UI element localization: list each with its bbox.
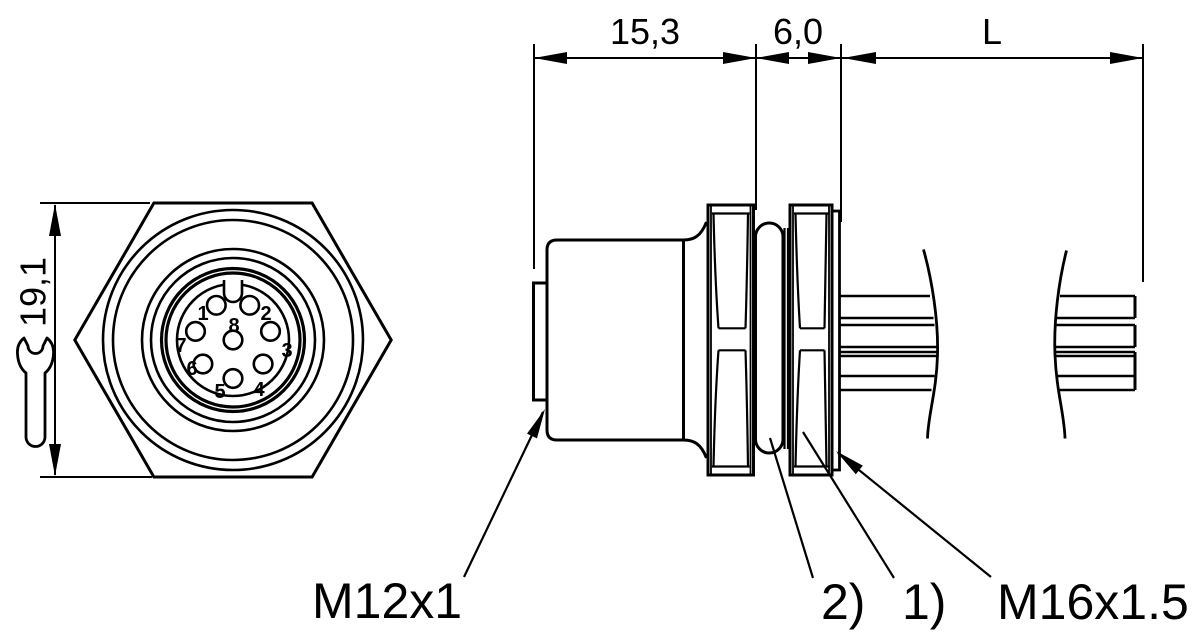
keyway-notch-icon xyxy=(222,280,244,304)
arrowhead-right xyxy=(723,52,756,64)
pin-8-label: 8 xyxy=(228,315,239,337)
pin-numbers: 1 2 3 4 5 6 7 8 xyxy=(175,303,292,403)
pin-6-label: 6 xyxy=(186,358,197,380)
dimension-flange-height: 19,1 xyxy=(13,202,152,478)
cable-wires-right xyxy=(1054,294,1137,392)
body-flare-bottom xyxy=(683,438,708,459)
arrowhead-down xyxy=(49,444,61,476)
break-line-right xyxy=(1053,250,1068,439)
nut-ref-label: 1) xyxy=(902,574,946,630)
pin-4-label: 4 xyxy=(253,379,265,401)
pin-3-label: 3 xyxy=(281,340,292,362)
thread-ring-outer xyxy=(159,266,307,414)
cable-length-value: L xyxy=(982,11,1002,52)
leader-arrowhead-m16 xyxy=(836,451,863,475)
mount-length-value: 6,0 xyxy=(773,11,823,52)
rear-thread-label: M16x1.5 xyxy=(997,574,1189,630)
thread-ring-inner xyxy=(164,271,302,409)
leader-line-nut xyxy=(802,431,895,579)
connector-body xyxy=(545,238,685,442)
body-length-value: 15,3 xyxy=(610,11,680,52)
arrowhead-left xyxy=(843,52,876,64)
leader-line-m12 xyxy=(463,411,544,578)
pin-7-contact xyxy=(184,320,207,343)
nut-facet xyxy=(744,213,750,329)
seal-ref-label: 2) xyxy=(821,574,865,630)
pin-contacts xyxy=(184,294,282,390)
nut-facet xyxy=(712,350,720,467)
body-flare-top xyxy=(683,221,708,242)
nut-facet xyxy=(823,350,828,467)
pin-7-label: 7 xyxy=(175,335,186,357)
cable-wires-left xyxy=(839,294,938,392)
seal-gasket xyxy=(754,221,785,455)
nut-facet xyxy=(794,350,802,467)
top-dimensions: 15,3 6,0 L xyxy=(533,11,1144,282)
arrowhead-right xyxy=(808,52,841,64)
pin-3-contact xyxy=(259,320,282,343)
break-line-left xyxy=(922,249,939,439)
pin-5-contact xyxy=(222,367,244,390)
flange-height-value: 19,1 xyxy=(13,257,54,327)
pin-2-contact xyxy=(239,294,261,316)
pin-6-contact xyxy=(192,353,214,375)
pin-1-label: 1 xyxy=(197,303,208,325)
arrowhead-left xyxy=(534,52,567,64)
callouts: M12x1 2) 1) M16x1.5 xyxy=(312,409,1189,630)
front-hex-nut xyxy=(706,203,755,477)
chamfer-circle-outer xyxy=(101,208,365,472)
nut-facet xyxy=(823,213,828,329)
coupling-ring-inner xyxy=(149,256,317,424)
arrowhead-right xyxy=(1110,52,1143,64)
pin-1-contact xyxy=(205,294,227,316)
arrowhead-left xyxy=(756,52,789,64)
nut-facet xyxy=(744,350,750,467)
wrench-icon xyxy=(16,336,55,448)
leader-line-seal xyxy=(768,437,815,579)
side-view xyxy=(532,203,1137,477)
rear-hex-nut xyxy=(788,203,834,477)
front-thread-label: M12x1 xyxy=(312,573,462,629)
arrowhead-up xyxy=(49,204,61,236)
pin-5-label: 5 xyxy=(214,381,225,403)
coupling-ring-outer xyxy=(140,247,326,433)
chamfer-circle-inner xyxy=(111,218,355,462)
front-view: 1 2 3 4 5 6 7 8 xyxy=(73,201,393,479)
pin-8-contact xyxy=(222,329,244,351)
leader-line-m16 xyxy=(837,452,992,578)
leader-arrowhead-m12 xyxy=(527,409,545,439)
nut-facet xyxy=(794,213,802,329)
pin-4-contact xyxy=(252,353,274,375)
keyway-notch-mask xyxy=(224,278,242,302)
nut-facet xyxy=(712,213,720,329)
front-thread-lip xyxy=(532,281,549,402)
pin-2-label: 2 xyxy=(260,303,271,325)
